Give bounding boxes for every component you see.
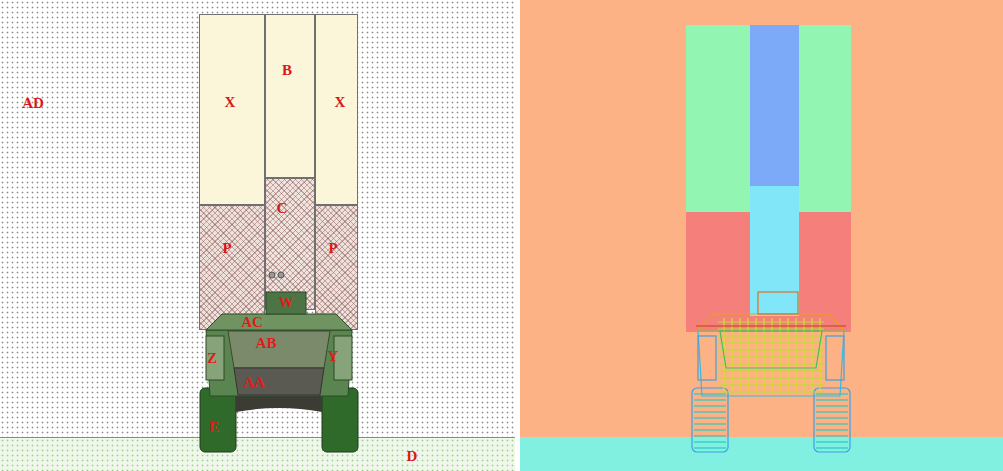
map-ground — [520, 437, 1003, 471]
region-letter: D — [407, 449, 418, 464]
region-letter: X — [335, 95, 346, 110]
part-letter: E — [209, 420, 219, 435]
region-letter: P — [222, 241, 231, 256]
region-letter: B — [282, 63, 292, 78]
region-letter: P — [328, 241, 337, 256]
map-middle-centre — [750, 186, 799, 316]
part-letter: AB — [256, 336, 277, 351]
vehicle-wireframe — [692, 292, 850, 452]
region-letter: AD — [22, 96, 44, 111]
middle-side-region: P — [315, 205, 358, 330]
map-upper — [686, 25, 851, 212]
upper-centre-region: B — [265, 14, 315, 178]
vehicle-front-view — [200, 272, 358, 452]
upper-side-region: X — [315, 14, 358, 205]
region-letter: X — [225, 95, 236, 110]
middle-centre-region: C — [265, 178, 315, 310]
part-letter: Y — [328, 349, 339, 364]
middle-side-region: P — [199, 205, 265, 330]
ground-band: D — [0, 437, 515, 471]
part-letter: W — [279, 295, 294, 310]
upper-side-region: X — [199, 14, 265, 205]
map-upper-centre — [750, 25, 799, 186]
region-letter: C — [277, 201, 288, 216]
map-background — [520, 0, 1003, 437]
part-letter: AC — [241, 315, 263, 330]
part-letter: AA — [243, 375, 265, 390]
part-letter: Z — [207, 351, 217, 366]
